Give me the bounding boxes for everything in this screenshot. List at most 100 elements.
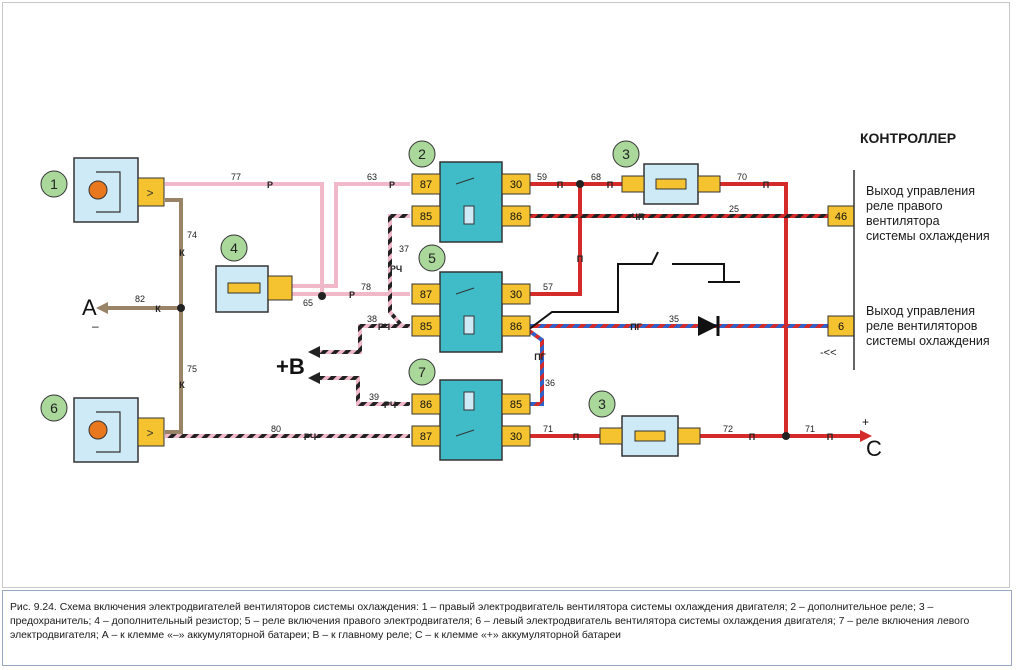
callout-7: 7 — [418, 364, 426, 380]
callout-5: 5 — [428, 250, 436, 266]
wire-number-25: 25 — [729, 204, 739, 214]
controller-labels: КОНТРОЛЛЕР Выход управления реле правого… — [820, 130, 990, 359]
callout-2: 2 — [418, 146, 426, 162]
relay-2 — [411, 161, 531, 243]
callout-numbers: 1 2 3 4 5 6 7 3 — [50, 146, 630, 416]
output-right-line-4: системы охлаждения — [866, 229, 990, 243]
callout-3-top: 3 — [622, 146, 630, 162]
controller-pin-6: 6 — [838, 321, 844, 333]
fuse-3-bottom — [599, 415, 701, 457]
wire-63 — [292, 182, 410, 288]
wire-color-p-63: Р — [389, 180, 395, 190]
wire-color-p-77: Р — [267, 180, 273, 190]
wire-number-39: 39 — [369, 392, 379, 402]
motor-1: > — [73, 157, 165, 223]
relay2-pin-87: 87 — [420, 179, 432, 191]
callout-3-bottom: 3 — [598, 396, 606, 412]
wire-color-pp-68: П — [607, 180, 613, 190]
terminal-arrows — [96, 302, 872, 442]
wire-color-k-82: К — [155, 304, 161, 314]
wire-number-71-out: 71 — [805, 424, 815, 434]
wire-38 — [318, 324, 410, 354]
wire-number-77: 77 — [231, 172, 241, 182]
relay7-pin-85: 85 — [510, 399, 522, 411]
output-both-line-1: Выход управления — [866, 304, 975, 318]
terminal-a-sign: – — [92, 319, 99, 333]
relay2-pin-86: 86 — [510, 211, 522, 223]
added-jumper-lines — [527, 251, 740, 331]
terminal-c: С — [866, 436, 882, 461]
callout-6: 6 — [50, 400, 58, 416]
wire-color-rch-37: РЧ — [390, 264, 402, 274]
relay2-pin-85: 85 — [420, 211, 432, 223]
svg-text:>: > — [146, 186, 153, 200]
wire-color-pp-71-out: П — [827, 432, 833, 442]
relay7-pin-87: 87 — [420, 431, 432, 443]
controller-pins — [827, 170, 855, 370]
wire-number-37: 37 — [399, 244, 409, 254]
wire-color-pg-36: ПГ — [534, 352, 546, 362]
relay7-pin-30: 30 — [510, 431, 522, 443]
wire-number-35: 35 — [669, 314, 679, 324]
output-right-line-3: вентилятора — [866, 214, 940, 228]
wire-number-68: 68 — [591, 172, 601, 182]
junction-nodes — [177, 180, 790, 440]
output-both-line-3: системы охлаждения — [866, 334, 990, 348]
wire-number-63: 63 — [367, 172, 377, 182]
wire-36 — [526, 328, 544, 406]
resistor-4 — [215, 265, 293, 313]
wire-number-71: 71 — [543, 424, 553, 434]
callout-circles — [40, 140, 640, 422]
wire-number-75: 75 — [187, 364, 197, 374]
wire-70 — [718, 182, 788, 436]
output-both-line-2: реле вентиляторов — [866, 319, 978, 333]
output-right-line-1: Выход управления — [866, 184, 975, 198]
wire-number-38: 38 — [367, 314, 377, 324]
wire-color-rch-80: РЧ — [304, 432, 316, 442]
wire-number-59: 59 — [537, 172, 547, 182]
wire-color-labels: Р Р П П П К ЧП РЧ Р К П РЧ ПГ ПГ К РЧ РЧ… — [155, 180, 833, 442]
motor-6: > — [73, 397, 165, 463]
relay5-pin-87: 87 — [420, 289, 432, 301]
terminal-a: А — [82, 295, 97, 320]
wire-color-k-74: К — [179, 248, 185, 258]
wire-color-pp-59: П — [557, 180, 563, 190]
wire-number-65: 65 — [303, 298, 313, 308]
wire-color-pp-70: П — [763, 180, 769, 190]
output-right-line-2: реле правого — [866, 199, 943, 213]
diagram-frame — [2, 2, 1010, 588]
relay5-pin-86: 86 — [510, 321, 522, 333]
wire-color-pp-71: П — [573, 432, 579, 442]
wire-color-k-75: К — [179, 380, 185, 390]
figure-caption: Рис. 9.24. Схема включения электродвигат… — [2, 590, 1012, 666]
diode-icon — [698, 316, 720, 336]
relay5-pin-30: 30 — [510, 289, 522, 301]
callout-1: 1 — [50, 176, 58, 192]
controller-pin-46: 46 — [835, 211, 847, 223]
relay-7 — [411, 379, 531, 461]
wire-number-57: 57 — [543, 282, 553, 292]
wire-number-70: 70 — [737, 172, 747, 182]
wire-color-pp-57: П — [577, 254, 583, 264]
wire-color-rch-39: РЧ — [384, 400, 396, 410]
relay-5 — [411, 271, 531, 353]
terminal-labels: А – +В С + — [82, 295, 882, 461]
wire-color-pg-35: ПГ — [630, 322, 642, 332]
cooling-fan-wiring-diagram: > > — [40, 130, 990, 463]
wire-74 — [165, 198, 183, 434]
wire-number-80: 80 — [271, 424, 281, 434]
relay7-pin-86: 86 — [420, 399, 432, 411]
ground-symbol: -<< — [820, 347, 837, 359]
wire-number-82: 82 — [135, 294, 145, 304]
relay5-pin-85: 85 — [420, 321, 432, 333]
wire-number-36: 36 — [545, 378, 555, 388]
wire-color-p-78: Р — [349, 290, 355, 300]
wire-77 — [165, 182, 324, 296]
wire-number-74: 74 — [187, 230, 197, 240]
wire-color-pp-72: П — [749, 432, 755, 442]
fuse-3-top — [621, 163, 721, 205]
terminal-b: +В — [276, 354, 305, 379]
wire-number-72: 72 — [723, 424, 733, 434]
wire-number-labels: 77 63 59 68 70 74 25 37 78 65 82 57 38 3… — [135, 172, 815, 434]
relay-pin-labels: 87 30 85 86 87 30 85 86 86 85 87 30 46 6 — [420, 179, 847, 443]
